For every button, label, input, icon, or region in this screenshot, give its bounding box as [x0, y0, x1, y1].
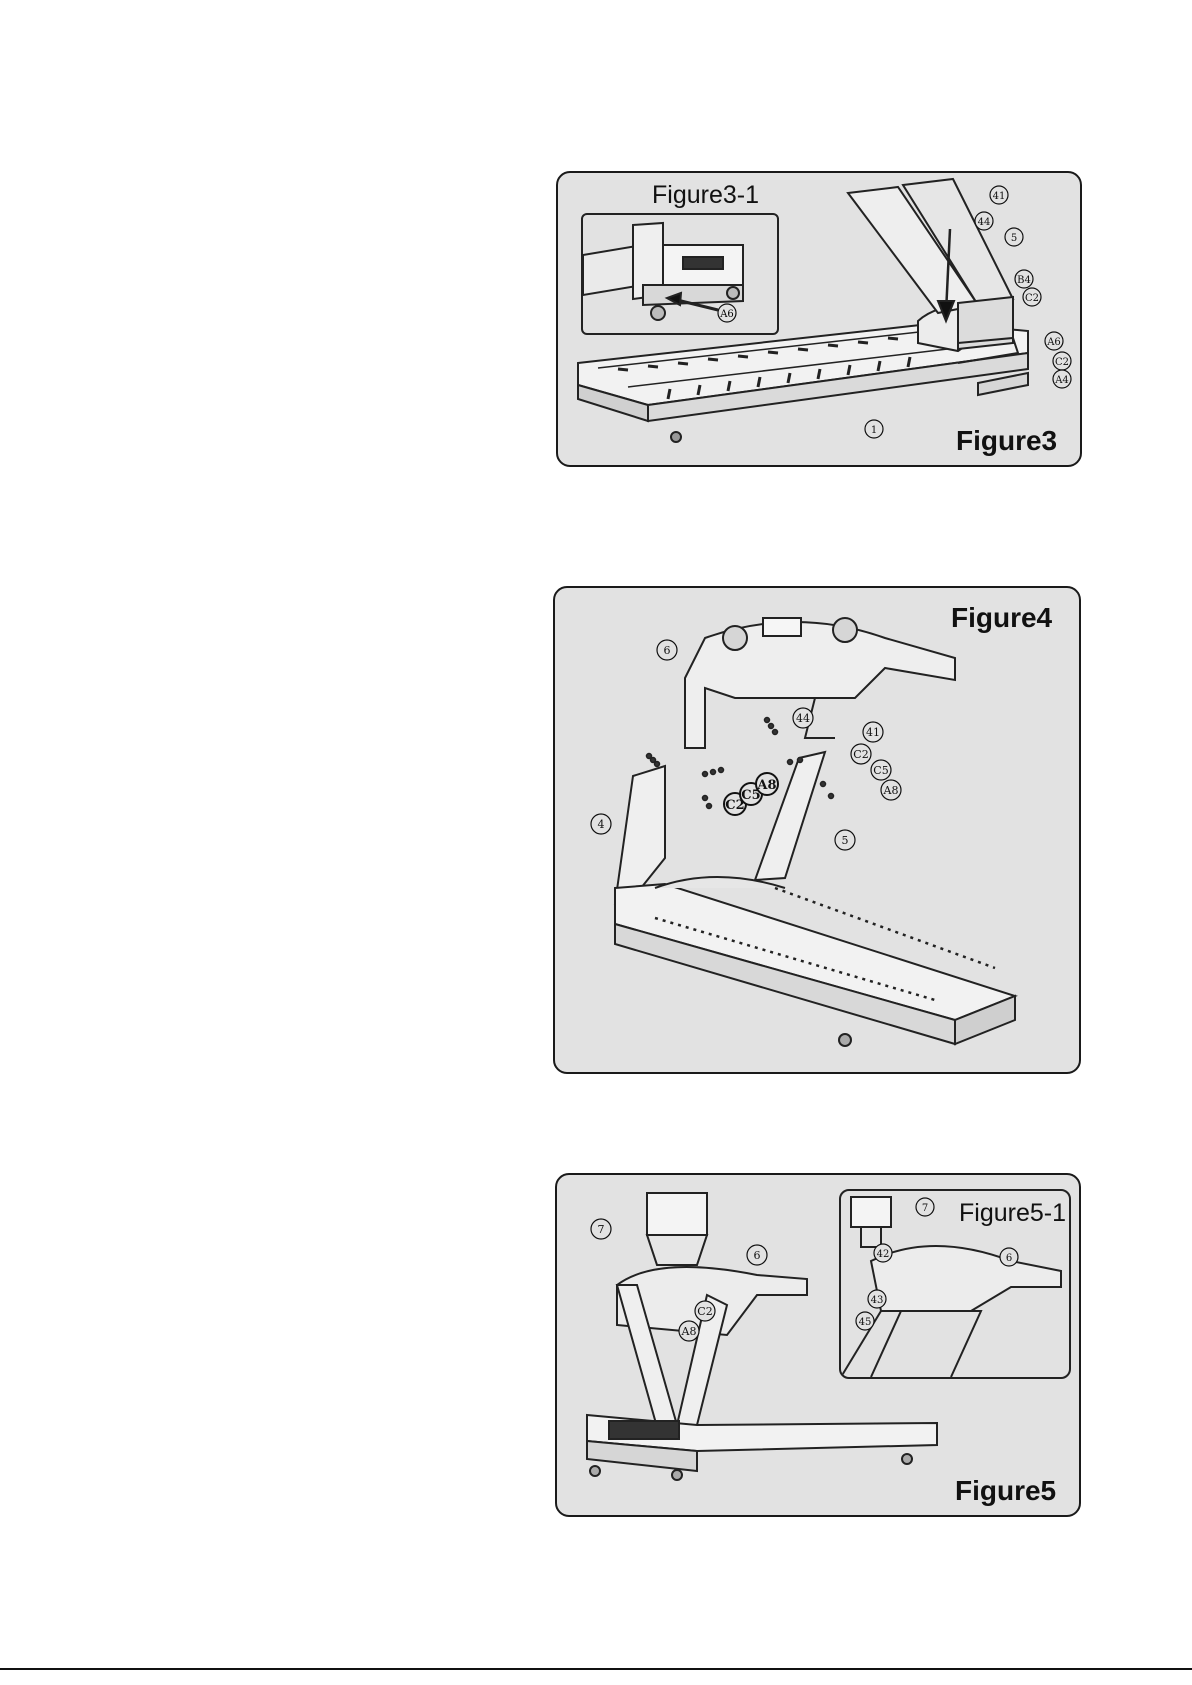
- callout-a8: A8: [679, 1321, 699, 1341]
- callout-label: A8: [681, 1325, 697, 1338]
- callout-4: 4: [591, 814, 611, 834]
- callout-a4: A4: [1053, 370, 1071, 388]
- callout-7: 7: [591, 1219, 611, 1239]
- figure3-panel: Figure3-1 A6 41 44 5: [556, 171, 1082, 467]
- figure4-title: Figure4: [951, 602, 1052, 634]
- callout-5: 5: [1005, 228, 1023, 246]
- callout-label: 41: [993, 191, 1006, 202]
- callout-label: A4: [1054, 375, 1069, 386]
- callout-label: A8: [883, 784, 899, 797]
- callout-label: B4: [1017, 275, 1031, 286]
- callout-a8-left: A8: [756, 773, 778, 795]
- callout-c5-right: C5: [871, 760, 891, 780]
- callout-6: 6: [657, 640, 677, 660]
- figure4-callouts: 6 44 41 C2 C5 A8 C2 C5 A8 4 5: [555, 588, 1079, 1072]
- callout-label: 7: [598, 1223, 605, 1236]
- callout-c2-right: C2: [851, 744, 871, 764]
- callout-label: 44: [796, 712, 810, 725]
- callout-44: 44: [975, 212, 993, 230]
- callout-label: A6: [1046, 337, 1061, 348]
- callout-5: 5: [835, 830, 855, 850]
- figure5-title: Figure5: [955, 1475, 1056, 1507]
- callout-label: 44: [978, 217, 991, 228]
- callout-label: 5: [1011, 233, 1017, 244]
- page-footer-rule: [0, 1668, 1192, 1670]
- callout-b4: B4: [1015, 270, 1033, 288]
- callout-label: C2: [1025, 293, 1039, 304]
- callout-label: 41: [866, 726, 880, 739]
- callout-1: 1: [865, 420, 883, 438]
- callout-label: 6: [754, 1249, 761, 1262]
- callout-c2-top: C2: [1023, 288, 1041, 306]
- callout-label: 1: [871, 425, 877, 436]
- figure3-title: Figure3: [956, 425, 1057, 457]
- callout-label: 4: [598, 818, 605, 831]
- callout-41: 41: [863, 722, 883, 742]
- callout-label: C2: [1055, 357, 1069, 368]
- callout-label: 6: [664, 644, 671, 657]
- callout-44: 44: [793, 708, 813, 728]
- callout-label: 5: [842, 834, 849, 847]
- callout-label: C2: [853, 748, 868, 761]
- callout-6: 6: [747, 1245, 767, 1265]
- callout-c2: C2: [695, 1301, 715, 1321]
- callout-label: C2: [697, 1305, 712, 1318]
- callout-41: 41: [990, 186, 1008, 204]
- figure3-callouts: 41 44 5 B4 C2 A6 C2 A4 1: [558, 173, 1080, 465]
- callout-a6: A6: [1045, 332, 1063, 350]
- figure4-panel: 6 44 41 C2 C5 A8 C2 C5 A8 4 5 Figure4: [553, 586, 1081, 1074]
- callout-label: A8: [756, 778, 776, 793]
- figure5-panel: 7 6 42 43 45 Figure5-1 7 6 C2 A8 Figure5: [555, 1173, 1081, 1517]
- figure5-callouts: 7 6 C2 A8: [557, 1175, 1079, 1515]
- callout-a8-right: A8: [881, 780, 901, 800]
- callout-label: C5: [873, 764, 888, 777]
- callout-c2-bottom: C2: [1053, 352, 1071, 370]
